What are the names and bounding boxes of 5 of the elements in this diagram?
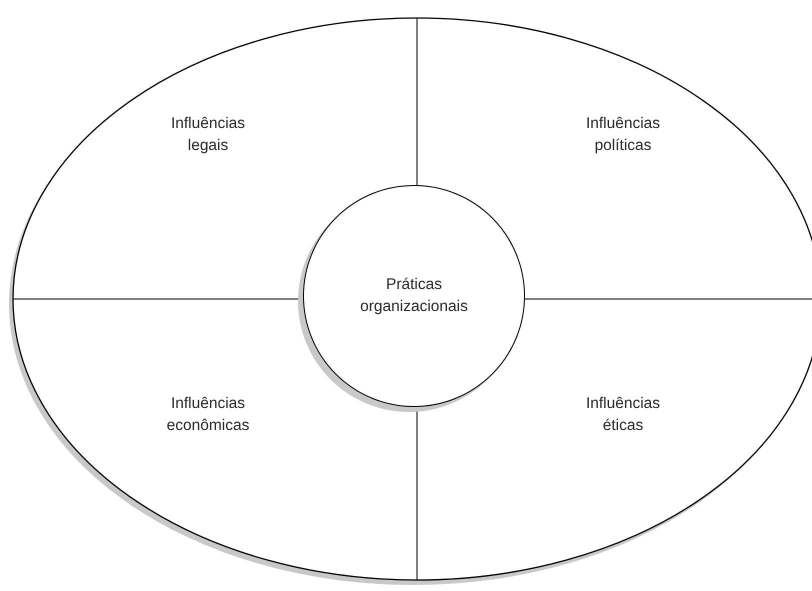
quadrant-label: Influências legais [170,114,246,156]
quadrant-label: Influências políticas [584,114,662,156]
quadrant-label: Influências econômicas [166,394,250,436]
quadrant-label: Influências éticas [584,394,662,436]
center-label: Práticas organizacionais [359,274,469,317]
